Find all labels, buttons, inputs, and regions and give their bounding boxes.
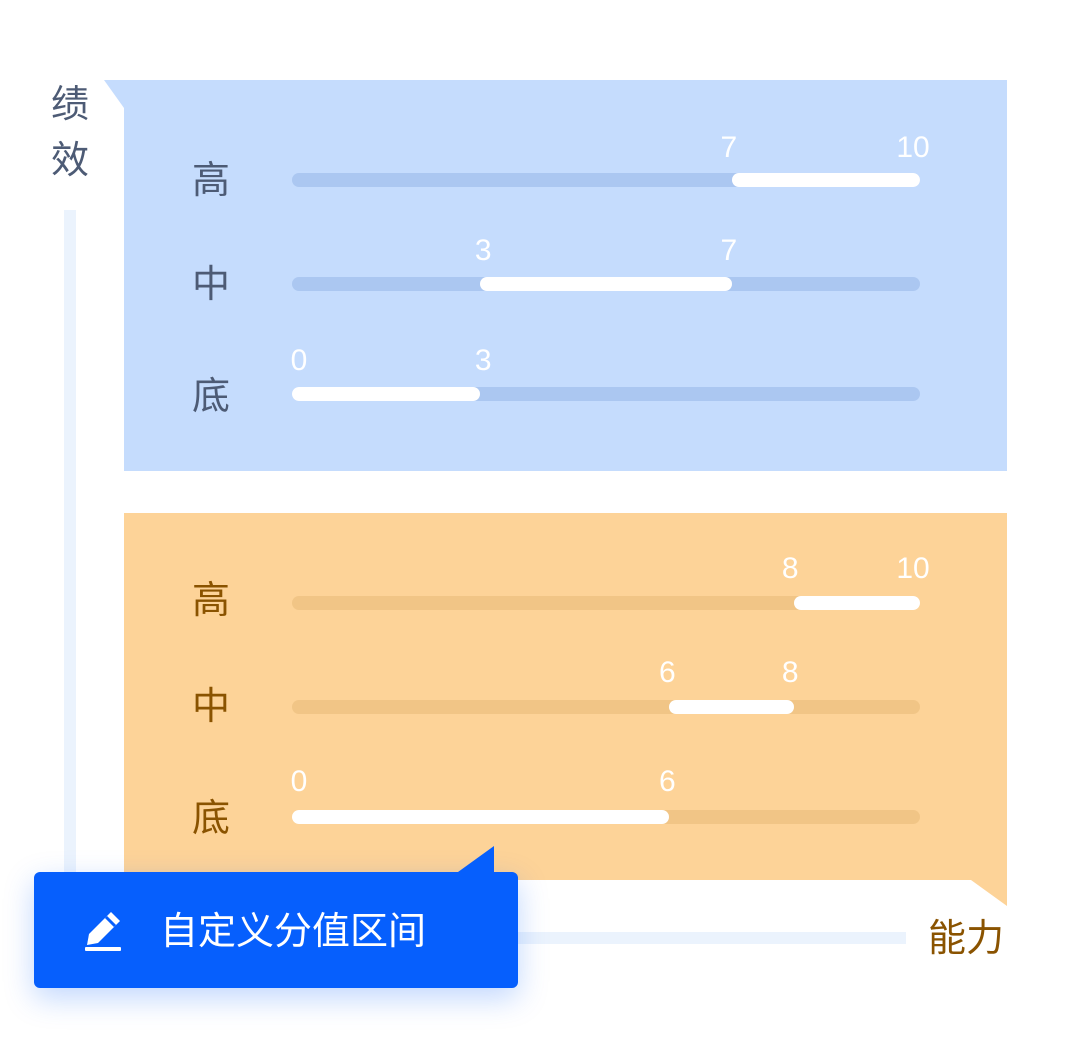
row-label-mid: 中	[191, 684, 230, 728]
range-fill	[292, 810, 669, 824]
row-label-low: 底	[191, 374, 230, 418]
range-high-value: 10	[896, 131, 930, 164]
range-high-value: 3	[474, 344, 492, 377]
range-high-value: 7	[720, 234, 738, 267]
ability-panel: 高 8 10 中 6 8 底 0 6	[124, 513, 1007, 906]
range-slider-mid[interactable]	[292, 700, 920, 714]
range-low-value: 7	[720, 131, 738, 164]
button-label: 自定义分值区间	[160, 909, 427, 953]
range-slider-high[interactable]	[292, 173, 920, 187]
range-low-value: 0	[290, 765, 308, 798]
range-low-value: 8	[781, 552, 799, 585]
row-label-low: 底	[191, 796, 230, 840]
range-slider-low[interactable]	[292, 810, 920, 824]
range-slider-high[interactable]	[292, 596, 920, 610]
y-axis-label-char: 绩	[50, 82, 89, 126]
x-axis-label: 能力	[928, 916, 1005, 960]
range-fill	[668, 700, 795, 714]
range-fill	[731, 173, 920, 187]
range-low-value: 0	[290, 344, 308, 377]
performance-panel: 高 7 10 中 3 7 底 0 3	[104, 80, 1007, 471]
y-axis-label-char: 效	[50, 138, 89, 182]
row-label-mid: 中	[191, 262, 230, 306]
range-fill	[480, 277, 732, 291]
button-pointer	[458, 846, 494, 872]
range-slider-low[interactable]	[292, 387, 920, 401]
pencil-icon	[85, 912, 121, 951]
range-fill	[292, 387, 481, 401]
range-low-value: 6	[659, 656, 676, 689]
row-label-high: 高	[191, 158, 230, 202]
row-label-high: 高	[191, 578, 230, 622]
y-axis-line	[64, 210, 76, 950]
range-fill	[794, 596, 920, 610]
y-axis-label: 绩 效	[44, 76, 96, 188]
range-high-value: 6	[659, 765, 676, 798]
panel-notch	[104, 80, 124, 108]
range-high-value: 10	[896, 552, 930, 585]
panel-tail	[971, 880, 1007, 906]
range-high-value: 8	[781, 656, 799, 689]
custom-range-button[interactable]: 自定义分值区间	[34, 846, 518, 988]
range-slider-mid[interactable]	[292, 277, 920, 291]
x-axis-line	[430, 932, 906, 944]
range-low-value: 3	[474, 234, 492, 267]
